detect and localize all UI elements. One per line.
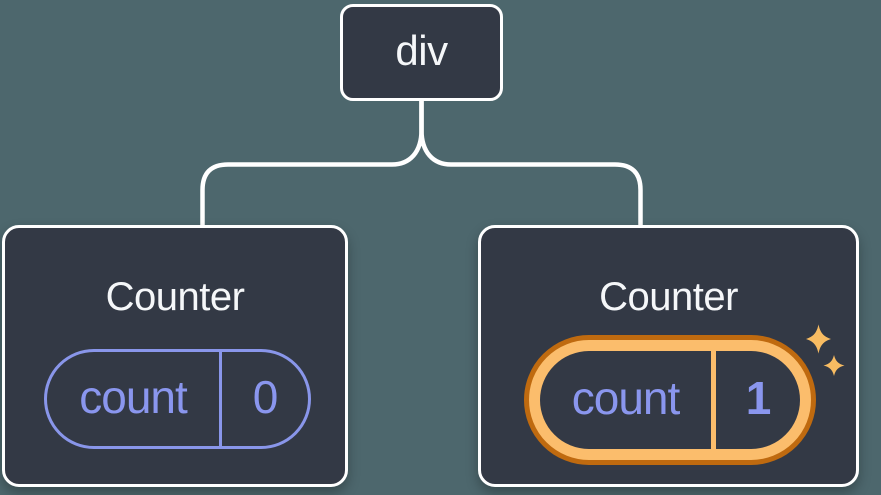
state-pill-divider: [711, 351, 716, 449]
counter-card-right: Counter count 1: [478, 225, 859, 487]
state-pill: count 0: [44, 349, 311, 449]
state-highlight-ring: count 1: [524, 335, 816, 465]
state-value: 0: [252, 371, 279, 423]
sparkles-icon: [803, 321, 851, 379]
counter-card-left: Counter count 0: [2, 225, 348, 487]
root-node-div: div: [340, 4, 503, 101]
root-node-label: div: [395, 26, 448, 74]
state-key-label: count: [571, 372, 681, 424]
connector-right-branch: [419, 99, 643, 227]
counter-title: Counter: [599, 275, 738, 319]
state-pill-divider: [219, 352, 222, 446]
state-key-label: count: [79, 371, 188, 423]
state-pill-highlighted: count 1: [540, 351, 800, 449]
sparkle-small-icon: [823, 355, 845, 376]
counter-title: Counter: [105, 275, 245, 319]
connector-left-branch: [200, 99, 424, 227]
state-value: 1: [745, 372, 772, 424]
sparkle-large-icon: [806, 324, 831, 354]
